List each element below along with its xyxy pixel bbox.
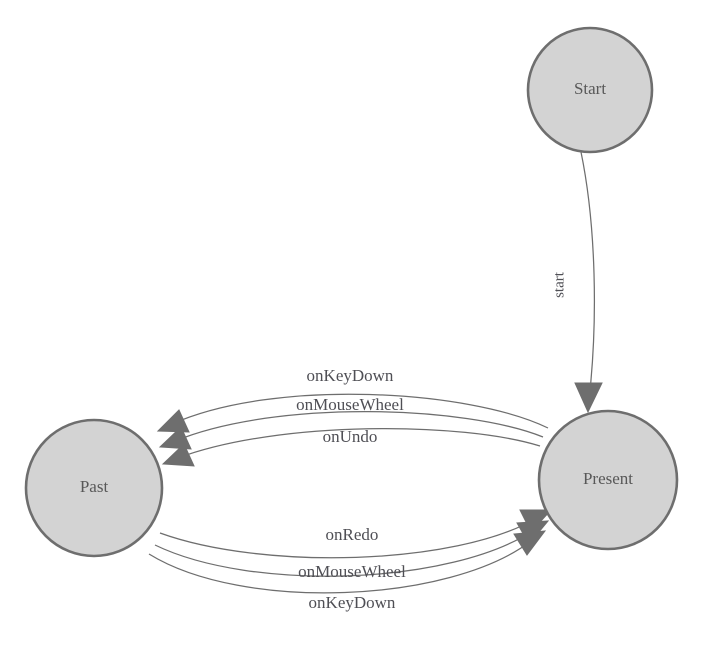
edge-label-present-to-past-onmousewheel: onMouseWheel [296, 395, 404, 414]
edge-label-past-to-present-onmousewheel: onMouseWheel [298, 562, 406, 581]
edge-present-to-past-onmousewheel-path [174, 411, 544, 442]
node-present-label: Present [583, 469, 633, 488]
edge-present-to-past-onundo-path [177, 427, 541, 459]
edge-label-present-to-past-onundo: onUndo [323, 427, 378, 446]
node-past-label: Past [80, 477, 109, 496]
edge-label-present-to-past-onkeydown: onKeyDown [307, 366, 394, 385]
node-past-circle [24, 418, 164, 558]
edge-present-to-past-onundo[interactable]: onUndo [161, 427, 541, 467]
node-past[interactable]: Past [24, 418, 164, 558]
arrowhead-into-present-start [574, 382, 603, 414]
edge-start-to-present-path [580, 151, 596, 401]
edge-past-to-present-onredo-path [159, 517, 538, 559]
edge-past-to-present-onmousewheel-path [154, 529, 535, 577]
edge-present-to-past-onmousewheel[interactable]: onMouseWheel [158, 395, 544, 450]
arrowhead-into-past-onundo [161, 443, 195, 467]
edge-label-past-to-present-onredo: onRedo [326, 525, 379, 544]
edge-present-to-past-onkeydown-path [171, 393, 549, 429]
edge-past-to-present-onkeydown[interactable]: onKeyDown [148, 530, 547, 612]
arrowhead-into-past-onmousewheel [158, 426, 192, 450]
arrowhead-into-present-onkeydown [513, 530, 547, 556]
edge-label-start: start [551, 271, 567, 298]
node-present[interactable]: Present [537, 409, 679, 551]
node-present-circle [537, 409, 679, 551]
node-start-circle [526, 26, 654, 154]
edge-start-to-present[interactable]: start [551, 151, 603, 414]
edge-past-to-present-onredo[interactable]: onRedo [159, 509, 553, 559]
edge-past-to-present-onkeydown-path [148, 540, 532, 594]
arrowhead-into-past-onkeydown [156, 409, 190, 433]
edge-label-past-to-present-onkeydown: onKeyDown [309, 593, 396, 612]
node-start-label: Start [574, 79, 606, 98]
node-start[interactable]: Start [526, 26, 654, 154]
